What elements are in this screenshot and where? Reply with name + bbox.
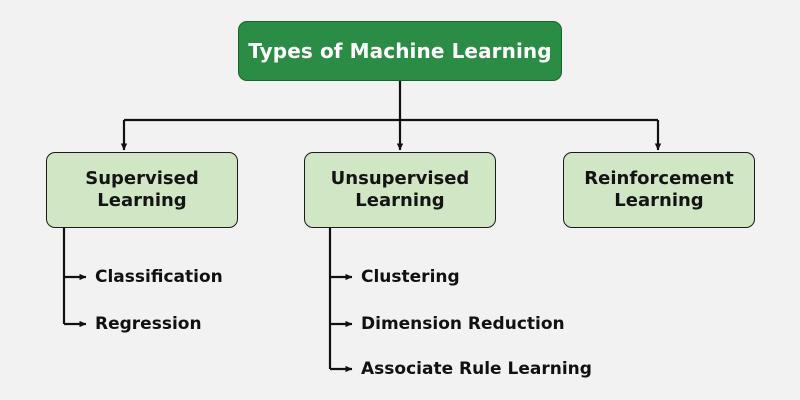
leaf-regression[interactable]: Regression (95, 314, 202, 334)
node-root-label: Types of Machine Learning (248, 39, 552, 63)
leaf-associate-rule-learning[interactable]: Associate Rule Learning (361, 359, 592, 379)
leaf-dimension-reduction[interactable]: Dimension Reduction (361, 314, 565, 334)
node-reinforcement-learning-label: Reinforcement Learning (584, 168, 734, 211)
node-supervised-learning-label: Supervised Learning (85, 168, 199, 211)
node-unsupervised-learning-label: Unsupervised Learning (330, 168, 470, 211)
leaf-classification[interactable]: Classification (95, 267, 223, 287)
node-unsupervised-learning[interactable]: Unsupervised Learning (304, 152, 496, 228)
leaf-clustering[interactable]: Clustering (361, 267, 460, 287)
node-supervised-learning[interactable]: Supervised Learning (46, 152, 238, 228)
node-reinforcement-learning[interactable]: Reinforcement Learning (563, 152, 755, 228)
node-root-types-of-machine-learning[interactable]: Types of Machine Learning (238, 21, 562, 81)
